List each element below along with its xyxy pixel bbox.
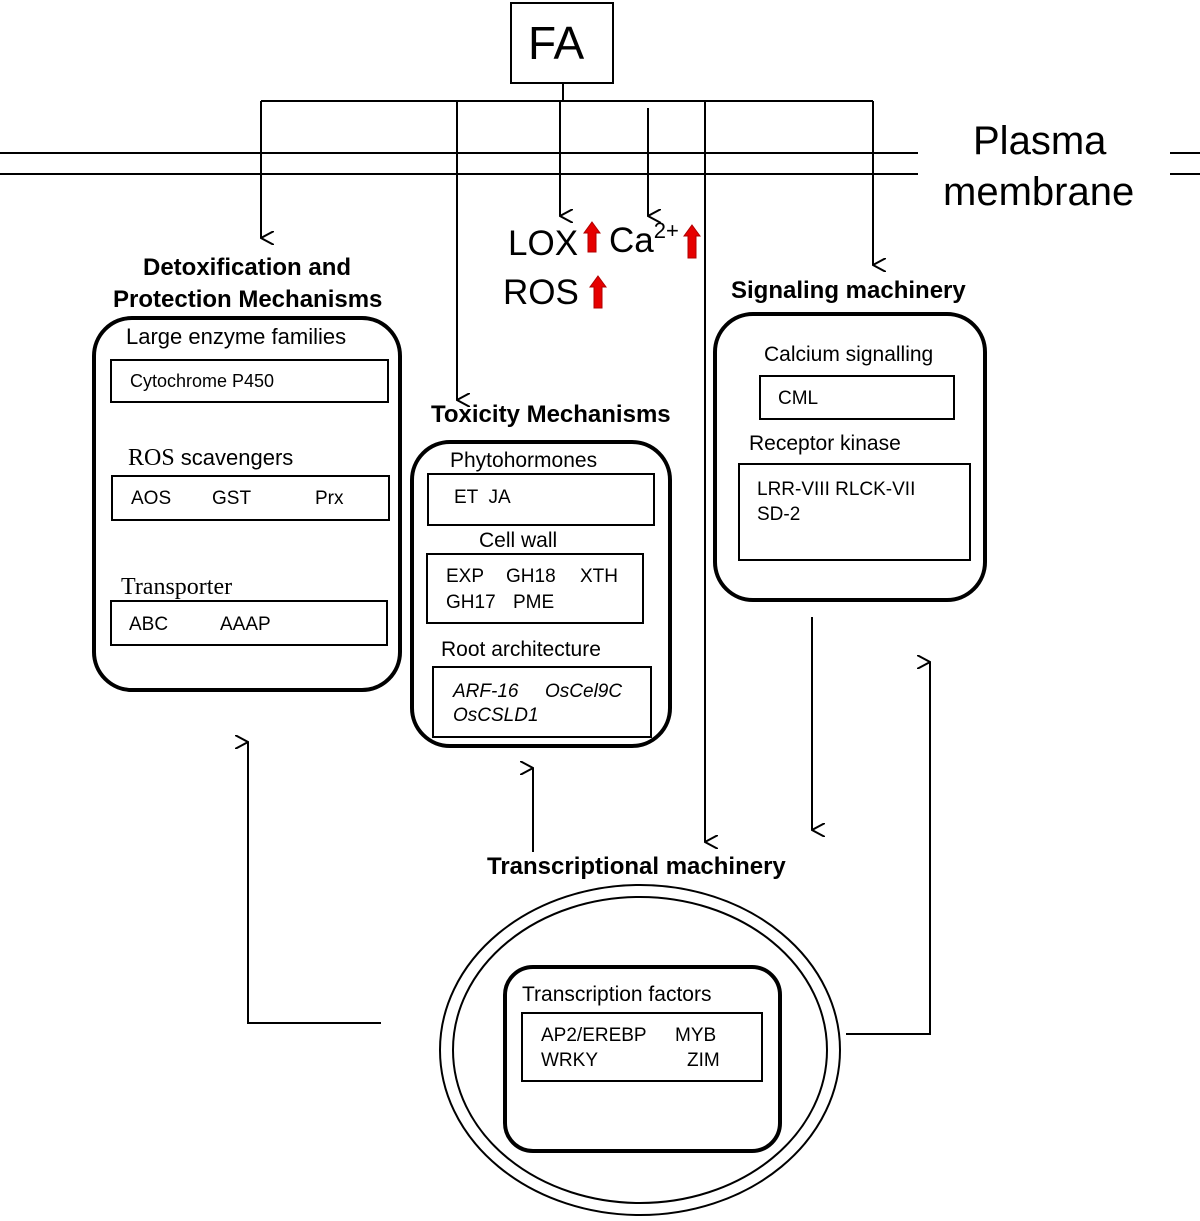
transporter-label: Transporter — [121, 574, 233, 600]
tf-item-zim: ZIM — [687, 1050, 720, 1071]
signaling-title: Signaling machinery — [731, 277, 966, 304]
root-box — [432, 666, 652, 738]
tf-item-ap2: AP2/EREBP — [541, 1025, 647, 1046]
ros-increase-arrow-icon — [589, 275, 607, 309]
cellwall-label: Cell wall — [479, 529, 558, 552]
tf-box — [521, 1012, 763, 1082]
phyto-value: ET JA — [454, 487, 511, 508]
fa-distribution-bus — [260, 84, 873, 842]
detox-title-line1: Detoxification and — [143, 254, 352, 281]
enzymes-value: Cytochrome P450 — [130, 371, 275, 391]
enzymes-label: Large enzyme families — [126, 324, 347, 349]
nucleus-inner-ring — [452, 896, 828, 1204]
nucleus-outer-ring — [439, 884, 841, 1216]
membrane-label-line1: Plasma — [973, 119, 1107, 163]
arrow-transcription-to-detox — [248, 742, 381, 1024]
ros-scavengers-box — [111, 475, 390, 521]
calcium-box — [759, 375, 955, 420]
detox-title-line2: Protection Mechanisms — [113, 286, 383, 313]
cellwall-box — [426, 553, 644, 624]
receptor-line1: LRR-VIII RLCK-VII — [757, 479, 916, 500]
ros-label: ROS — [503, 273, 579, 312]
receptor-label: Receptor kinase — [749, 432, 901, 455]
transporter-item-aaap: AAAP — [220, 614, 271, 635]
increase-arrows — [583, 221, 701, 309]
cellwall-item-xth: XTH — [580, 566, 618, 587]
root-item-arf16: ARF-16 — [453, 681, 519, 702]
transcription-title: Transcriptional machinery — [487, 853, 786, 880]
ca-label: Ca2+ — [609, 218, 679, 260]
toxicity-panel — [410, 440, 672, 748]
calcium-label: Calcium signalling — [764, 343, 934, 366]
tf-item-myb: MYB — [675, 1025, 717, 1046]
ros-item-aos: AOS — [131, 488, 172, 509]
receptor-line2: SD-2 — [757, 504, 801, 525]
cellwall-item-pme: PME — [513, 592, 555, 613]
membrane-label-line2: membrane — [943, 170, 1135, 214]
ca-symbol: Ca — [609, 221, 654, 260]
ros-scavengers-word: scavengers — [174, 445, 294, 470]
calcium-value: CML — [778, 388, 819, 409]
ros-scavengers-abbr: ROS — [128, 445, 175, 471]
toxicity-title: Toxicity Mechanisms — [431, 401, 671, 428]
tf-panel — [503, 965, 782, 1153]
root-label: Root architecture — [441, 638, 601, 661]
lox-increase-arrow-icon — [583, 221, 601, 253]
ros-item-prx: Prx — [315, 488, 344, 509]
root-item-oscsld1: OsCSLD1 — [453, 705, 539, 726]
tf-item-wrky: WRKY — [541, 1050, 598, 1071]
cellwall-item-gh17: GH17 — [446, 592, 496, 613]
receptor-box — [738, 463, 971, 561]
ros-scavengers-label: ROS scavengers — [128, 446, 293, 470]
ca-charge: 2+ — [653, 218, 679, 243]
fa-box — [510, 2, 614, 84]
phyto-box — [427, 473, 655, 526]
cellwall-item-gh18: GH18 — [506, 566, 556, 587]
fa-label: FA — [528, 17, 585, 69]
tf-label: Transcription factors — [522, 983, 712, 1006]
signaling-panel — [713, 312, 987, 602]
root-item-oscel9c: OsCel9C — [545, 681, 623, 702]
ca-increase-arrow-icon — [683, 224, 701, 259]
cellwall-item-exp: EXP — [446, 566, 485, 587]
arrow-transcription-to-signaling — [846, 662, 931, 1035]
enzymes-box — [110, 359, 389, 403]
transporter-item-abc: ABC — [129, 614, 169, 635]
detox-panel — [92, 316, 402, 692]
phyto-label: Phytohormones — [450, 449, 598, 472]
transporter-box — [110, 600, 388, 646]
plasma-membrane-lines — [0, 152, 1200, 175]
lox-label: LOX — [508, 224, 579, 263]
ros-item-gst: GST — [212, 488, 252, 509]
